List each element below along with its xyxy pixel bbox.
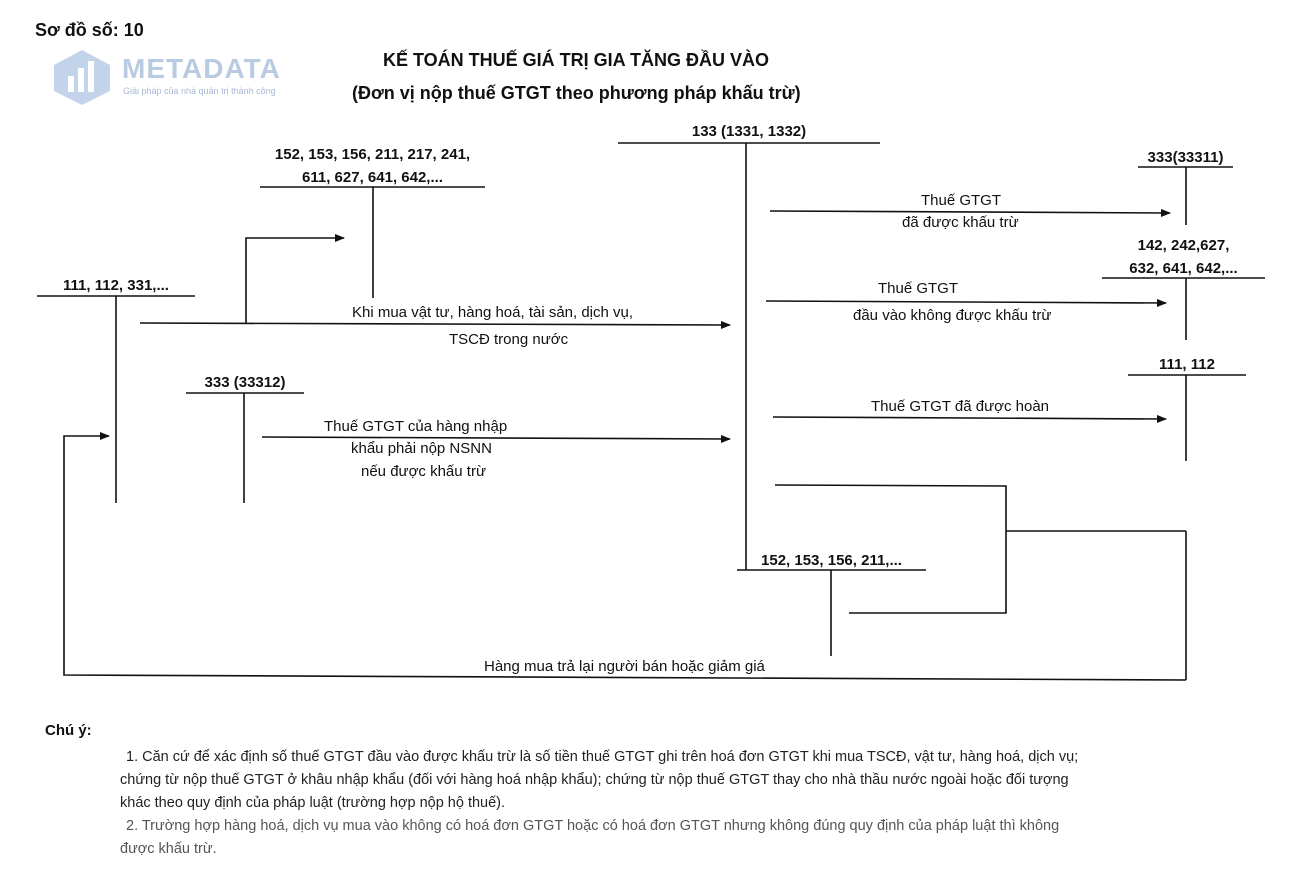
- arrow-deducted: [769, 208, 1171, 217]
- diagram-number: Sơ đồ số: 10: [35, 20, 144, 40]
- label-purchase-2: TSCĐ trong nước: [449, 331, 569, 348]
- logo-tagline: Giải pháp của nhà quản trị thành công: [123, 86, 276, 96]
- logo: METADATA Giải pháp của nhà quản trị thàn…: [50, 48, 310, 108]
- account-label-152-line2: 611, 627, 641, 642,...: [302, 169, 443, 186]
- label-import-1: Thuế GTGT của hàng nhập: [324, 418, 508, 435]
- label-import-2: khẩu phải nộp NSNN: [351, 440, 492, 457]
- page-title: KẾ TOÁN THUẾ GIÁ TRỊ GIA TĂNG ĐẦU VÀO: [383, 50, 770, 70]
- account-label-152-line1: 152, 153, 156, 211, 217, 241,: [274, 146, 471, 163]
- label-refund: Thuế GTGT đã được hoàn: [871, 398, 1050, 415]
- notes-heading: Chú ý:: [45, 722, 92, 739]
- arrow-returns: [63, 432, 1187, 681]
- label-import-3: nếu được khấu trừ: [361, 463, 486, 480]
- note-2-line-2: được khấu trừ.: [120, 841, 217, 857]
- account-label-142-line2: 632, 641, 642,...: [1129, 260, 1238, 277]
- page-subtitle: (Đơn vị nộp thuế GTGT theo phương pháp k…: [352, 83, 801, 103]
- note-1: 1. Căn cứ để xác định số thuế GTGT đầu v…: [120, 746, 1078, 815]
- label-returns: Hàng mua trả lại người bán hoặc giảm giá: [484, 658, 765, 675]
- arrow-purchase: [139, 320, 731, 329]
- label-nondeductible-2: đầu vào không được khấu trừ: [853, 307, 1052, 324]
- account-label-111-112: 111, 112: [1159, 356, 1215, 373]
- note-1-line-1: 1. Căn cứ để xác định số thuế GTGT đầu v…: [126, 749, 1079, 765]
- note-1-line-3: khác theo quy định của pháp luật (trường…: [120, 795, 506, 811]
- arrow-purchase-branch: [245, 234, 345, 323]
- account-label-142: 142, 242,627, 632, 641, 642,...: [1102, 234, 1265, 280]
- arrow-import-tax: [261, 434, 731, 443]
- arrow-refund: [772, 414, 1167, 423]
- logo-name: METADATA: [122, 53, 281, 84]
- account-label-152-bottom: 152, 153, 156, 211,...: [761, 552, 902, 569]
- account-label-33312: 333 (33312): [204, 374, 286, 391]
- note-2: 2. Trường hợp hàng hoá, dịch vụ mua vào …: [120, 815, 1059, 861]
- note-2-line-1: 2. Trường hợp hàng hoá, dịch vụ mua vào …: [126, 818, 1060, 834]
- arrow-nondeductible: [765, 298, 1167, 307]
- label-nondeductible-1: Thuế GTGT: [878, 280, 959, 297]
- label-purchase-1: Khi mua vật tư, hàng hoá, tài sản, dịch …: [352, 304, 634, 321]
- account-label-142-line1: 142, 242,627,: [1137, 237, 1230, 254]
- logo-icon: [54, 50, 110, 105]
- note-1-line-2: chứng từ nộp thuế GTGT ở khâu nhập khẩu …: [120, 772, 1069, 788]
- account-label-133: 133 (1331, 1332): [691, 123, 807, 140]
- label-deducted-2: đã được khấu trừ: [902, 214, 1019, 231]
- account-label-33311: 333(33311): [1147, 149, 1224, 166]
- account-label-111-331: 111, 112, 331,...: [63, 277, 169, 294]
- return-bracket: [774, 484, 1007, 614]
- label-deducted-1: Thuế GTGT: [921, 192, 1002, 209]
- account-label-152-top: 152, 153, 156, 211, 217, 241, 611, 627, …: [260, 143, 485, 189]
